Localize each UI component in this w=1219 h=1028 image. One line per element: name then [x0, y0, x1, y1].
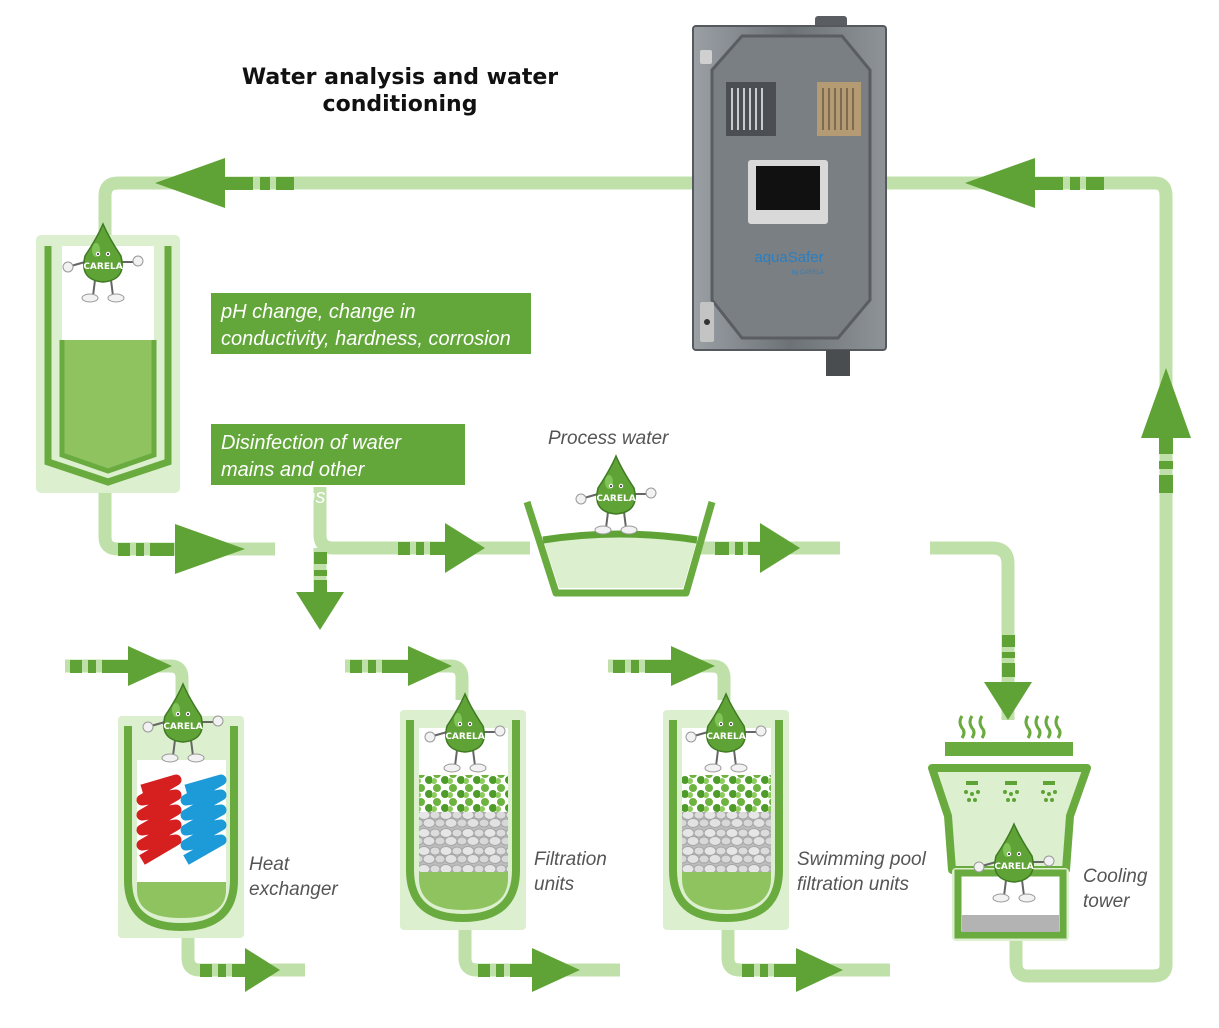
- arrow-in-heat: [70, 646, 172, 686]
- spray-nozzles: [964, 781, 1057, 802]
- mascot-process-water-text: CARELA: [596, 494, 635, 504]
- arrow-top-right: [965, 158, 1104, 208]
- mascot-group: CARELA CARELA CARELA CARELA CARELA CARELA: [62, 222, 1055, 903]
- mascot-process-water: CARELA: [575, 454, 657, 535]
- pipe-out-heat: [181, 935, 305, 977]
- mascot-pool: CARELA: [685, 692, 767, 773]
- arrow-out-heat: [200, 948, 280, 992]
- device-sub-label: by CARELA: [792, 270, 824, 276]
- heat-exchanger-label: Heat exchanger: [249, 854, 338, 900]
- ph-change-box: pH change, change in conductivity, hardn…: [211, 293, 531, 354]
- arrow-in-filter: [350, 646, 452, 686]
- pipe-top-right: [885, 176, 1173, 983]
- pipe-top-return: [98, 176, 700, 240]
- right-vent: [822, 88, 854, 130]
- process-water-label: Process water: [548, 428, 669, 449]
- pipe-left-down: [98, 490, 275, 556]
- pool-filtration-label: Swimming pool filtration units: [797, 849, 926, 895]
- arrow-top-left: [155, 158, 294, 208]
- left-vent: [731, 88, 763, 130]
- arrow-process-out: [715, 523, 800, 573]
- arrow-split-down: [296, 552, 344, 630]
- pipe-split: [313, 487, 530, 555]
- arrow-out-pool: [742, 948, 843, 992]
- disinfection-box: Disinfection of water mains and other in…: [211, 424, 465, 508]
- mascot-pool-text: CARELA: [706, 732, 745, 742]
- mascot-filtration: CARELA: [424, 692, 506, 773]
- page-title: Water analysis and water conditioning: [241, 65, 559, 117]
- mascot-cooling-tower: CARELA: [973, 822, 1055, 903]
- pool-filtration-tank: [663, 710, 789, 930]
- pipe-out-filter: [458, 925, 620, 977]
- process-water-basin: [523, 500, 716, 597]
- cooling-tower-label: Cooling tower: [1083, 866, 1148, 912]
- cold-coil: [180, 774, 227, 865]
- heat-exchanger-tank: [118, 716, 244, 938]
- mascot-top-left: CARELA: [62, 222, 144, 303]
- arrow-left-out: [118, 524, 245, 574]
- pipe-out-pool: [721, 925, 890, 977]
- pipe-to-cooling: [930, 541, 1015, 720]
- aquasafer-device: [692, 16, 887, 376]
- mascot-cooling-tower-text: CARELA: [994, 862, 1033, 872]
- arrow-in-pool: [613, 646, 715, 686]
- flow-arrows: [70, 158, 1191, 992]
- arrow-right-up: [1141, 368, 1191, 493]
- arrow-split-right: [398, 523, 485, 573]
- steam-waves: [958, 715, 1062, 739]
- filtration-tank: [400, 710, 526, 930]
- device-brand-label: aquaSafer: [754, 249, 823, 266]
- arrow-to-cooling: [984, 635, 1032, 720]
- top-left-tank: [36, 235, 180, 493]
- arrow-out-filter: [478, 948, 580, 992]
- filtration-units-label: Filtration units: [534, 849, 607, 895]
- mascot-heat-exchanger: CARELA: [142, 682, 224, 763]
- mascot-filtration-text: CARELA: [445, 732, 484, 742]
- hot-coil: [136, 774, 182, 865]
- mascot-top-left-text: CARELA: [83, 262, 122, 272]
- cooling-tower: [928, 715, 1091, 941]
- mascot-heat-exchanger-text: CARELA: [163, 722, 202, 732]
